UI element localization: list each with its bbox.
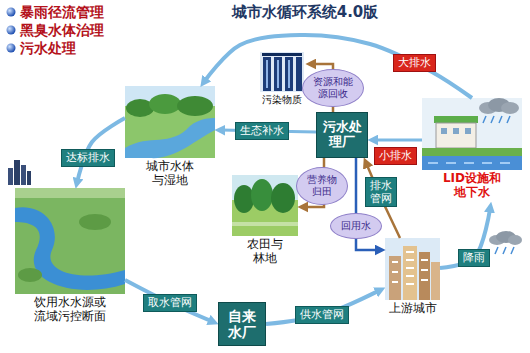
lid-picture (436, 123, 476, 148)
farmland-picture (234, 185, 254, 213)
skyline-icon (8, 168, 13, 185)
lid-picture (465, 128, 471, 134)
node-caption: LID设施和地下水 (441, 172, 503, 203)
pollutant-picture (285, 57, 293, 91)
city-picture (385, 238, 440, 300)
farmland-picture (271, 183, 295, 213)
urban-water-picture (149, 94, 181, 114)
flow-label: 生态补水 (235, 122, 289, 139)
river-picture (15, 207, 125, 290)
flow-label: 资源和能源回收 (302, 69, 364, 107)
river-picture (18, 268, 42, 282)
flow-arrow (125, 280, 213, 322)
flow-label: 大排水 (393, 54, 436, 71)
bullet-dot (7, 8, 16, 53)
urban-water-picture (125, 86, 215, 158)
image-area (258, 50, 306, 92)
skyline-icon (21, 165, 26, 185)
lid-picture (422, 156, 522, 170)
skyline-icon (27, 171, 31, 185)
flow-arrow (266, 290, 379, 324)
bullet-dot (7, 8, 16, 17)
image-area (422, 98, 522, 170)
image-area (232, 175, 298, 236)
lid-picture (434, 116, 478, 123)
bullet-dot (7, 44, 16, 53)
connector-group (77, 35, 490, 324)
city-picture (403, 246, 417, 300)
node-caption: 农田与林地 (245, 238, 285, 269)
farmland-picture (232, 222, 298, 226)
bullet-text: 污水处理 (20, 40, 76, 57)
image-area (385, 238, 440, 300)
image-area (15, 188, 125, 294)
flow-label: 排水管网 (365, 177, 397, 207)
farmland-picture (232, 175, 298, 236)
lid-picture (453, 128, 459, 134)
skyline-icon (8, 160, 31, 185)
urban-water-picture (125, 86, 215, 158)
pollutant-picture (260, 52, 304, 92)
skyline-icon (14, 160, 20, 185)
lid-picture (422, 98, 522, 170)
lid-picture (441, 128, 447, 134)
rain-cloud (489, 231, 522, 254)
river-picture (79, 214, 111, 230)
node-caption: 上游城市 (387, 302, 439, 319)
node-caption: 饮用水水源或流域污控断面 (32, 296, 108, 327)
lid-picture (422, 98, 522, 170)
pollutant-picture (274, 57, 282, 91)
city-picture (431, 262, 440, 300)
flow-arrow (374, 139, 422, 142)
image-node: LID设施和地下水 (422, 98, 522, 203)
pollutant-picture (277, 60, 279, 88)
rain-cloud (508, 235, 522, 245)
box-label: 自来水厂 (223, 308, 261, 340)
box-label: 污水处理厂 (321, 120, 363, 150)
pollutant-picture (263, 57, 271, 91)
bullet-text: 黑臭水体治理 (20, 22, 104, 39)
river-picture (15, 188, 125, 294)
image-node: 污染物质 (258, 50, 306, 109)
node-caption: 污染物质 (259, 94, 305, 109)
flow-label: 降雨 (458, 249, 490, 266)
flow-label: 取水管网 (143, 294, 197, 311)
pollutant-picture (288, 60, 290, 88)
bullet-text: 暴雨径流管理 (20, 4, 104, 21)
city-picture (385, 238, 440, 300)
river-picture (15, 188, 125, 198)
river-picture (15, 188, 125, 294)
flow-label: 营养物归田 (296, 167, 348, 205)
image-node: 上游城市 (385, 238, 440, 319)
lid-picture (422, 148, 522, 156)
farmland-picture (251, 179, 273, 211)
flow-label: 小排水 (374, 147, 417, 164)
city-picture (392, 252, 428, 284)
image-node: 城市水体与湿地 (125, 86, 215, 191)
rain-cloud (495, 247, 514, 254)
lid-picture (483, 116, 510, 123)
flow-label: 供水管网 (295, 306, 349, 323)
urban-water-picture (177, 96, 213, 116)
farmland-picture (232, 175, 298, 236)
process-box: 污水处理厂 (316, 112, 368, 158)
pollutant-picture (262, 53, 302, 56)
node-caption: 城市水体与湿地 (145, 160, 195, 191)
image-area (125, 86, 215, 158)
pollutant-picture (266, 60, 268, 88)
process-box: 自来水厂 (218, 302, 266, 346)
flow-arrow (440, 208, 490, 268)
lid-picture (501, 102, 519, 114)
urban-water-picture (125, 118, 215, 158)
lid-picture (428, 162, 510, 164)
image-node: 农田与林地 (232, 175, 298, 269)
flow-label: 回用水 (330, 213, 382, 239)
flow-label: 达标排水 (61, 149, 115, 166)
bullet-dot (7, 26, 16, 35)
image-node: 饮用水水源或流域污控断面 (15, 188, 125, 327)
pollutant-picture (260, 52, 304, 92)
diagram-title: 城市水循环系统4.0版 (205, 3, 405, 22)
